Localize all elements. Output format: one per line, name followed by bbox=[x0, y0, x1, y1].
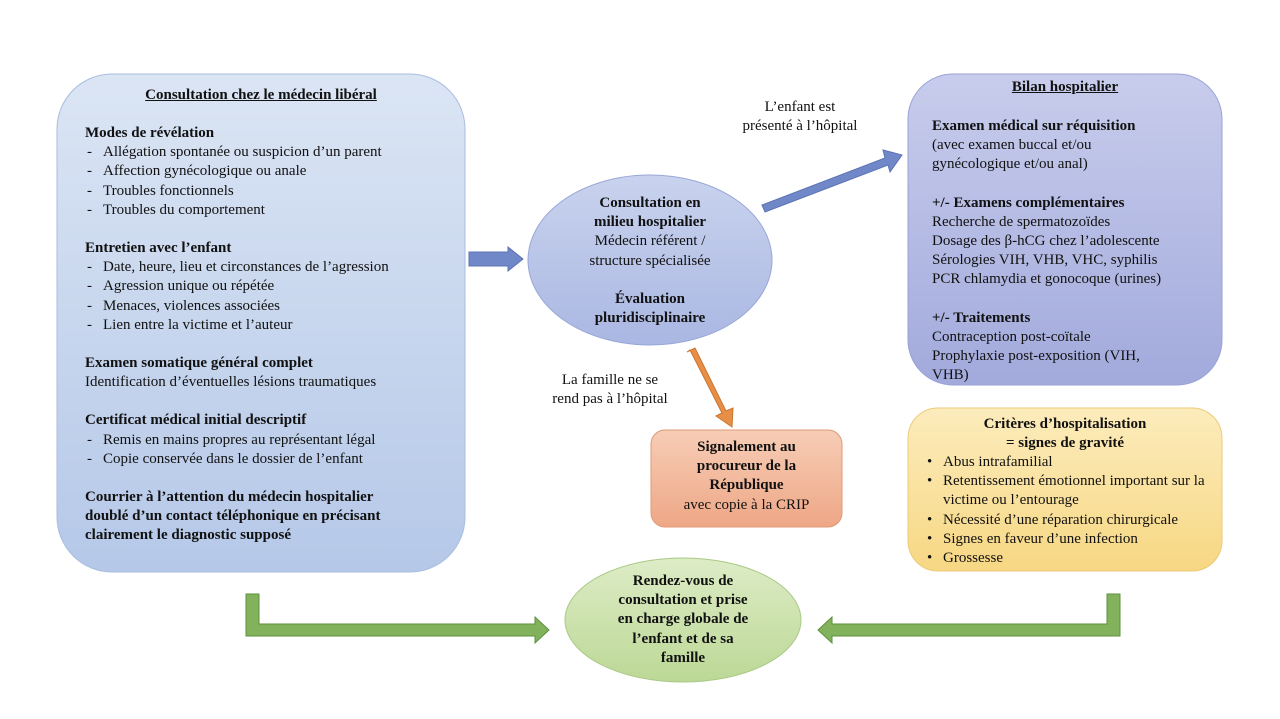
bilan-complementary-heading: +/- Examens complémentaires bbox=[932, 194, 1125, 211]
ellipse-normal-line: structure spécialisée bbox=[589, 252, 711, 269]
entretien-list: Date, heure, lieu et circonstances de l’… bbox=[85, 258, 455, 335]
rendez-vous-line: famille bbox=[660, 649, 706, 666]
rendez-vous-line: en charge globale de bbox=[617, 611, 749, 628]
green-arrow-right bbox=[817, 593, 1121, 645]
rendez-vous-line: Rendez-vous de bbox=[632, 573, 734, 589]
certificat-heading: Certificat médical initial descriptif bbox=[85, 412, 307, 429]
ellipse-bold-line: milieu hospitalier bbox=[593, 214, 707, 231]
bilan-line: Contraception post-coïtale bbox=[932, 328, 1091, 345]
bilan-content: Examen médical sur réquisition (avec exa… bbox=[932, 117, 1212, 385]
criteres-title: Critères d’hospitalisation = signes de g… bbox=[908, 415, 1222, 453]
list-item: Copie conservée dans le dossier de l’enf… bbox=[85, 450, 455, 469]
signalement-bold-line: procureur de la bbox=[696, 458, 797, 475]
list-item: Nécessité d’une réparation chirurgicale bbox=[925, 511, 1210, 530]
list-item: Signes en faveur d’une infection bbox=[925, 530, 1210, 549]
list-item: Troubles fonctionnels bbox=[85, 182, 455, 201]
signalement-copy-line: avec copie à la CRIP bbox=[683, 496, 810, 513]
list-item: Remis en mains propres au représentant l… bbox=[85, 431, 455, 450]
label-line: rend pas à l’hôpital bbox=[552, 391, 668, 408]
consultation-liberal-content: Modes de révélation Allégation spontanée… bbox=[85, 124, 455, 546]
modes-revelation-list: Allégation spontanée ou suspicion d’un p… bbox=[85, 143, 455, 220]
criteres-title-line: = signes de gravité bbox=[1005, 435, 1125, 452]
bilan-line: Dosage des β-hCG chez l’adolescente bbox=[932, 233, 1160, 250]
consultation-liberal-title: Consultation chez le médecin libéral bbox=[145, 87, 377, 103]
certificat-list: Remis en mains propres au représentant l… bbox=[85, 431, 455, 470]
bilan-line: Recherche de spermatozoïdes bbox=[932, 213, 1111, 230]
courrier-line-1: Courrier à l’attention du médecin hospit… bbox=[85, 489, 374, 506]
bilan-line: Sérologies VIH, VHB, VHC, syphilis bbox=[932, 252, 1158, 269]
rendez-vous-text: Rendez-vous de consultation et prise en … bbox=[583, 572, 783, 668]
list-item: Affection gynécologique ou anale bbox=[85, 162, 455, 181]
courrier-line-2: doublé d’un contact téléphonique en préc… bbox=[85, 508, 381, 525]
label-line: présenté à l’hôpital bbox=[742, 118, 858, 135]
bilan-title: Bilan hospitalier bbox=[1011, 79, 1119, 95]
modes-revelation-heading: Modes de révélation bbox=[85, 125, 215, 141]
entretien-heading: Entretien avec l’enfant bbox=[85, 240, 232, 257]
bilan-line: gynécologique et/ou anal) bbox=[932, 156, 1088, 173]
criteres-title-line: Critères d’hospitalisation bbox=[983, 416, 1147, 432]
signalement-box bbox=[650, 429, 843, 528]
arrow-to-bilan bbox=[761, 149, 903, 213]
label-famille-absente: La famille ne se rend pas à l’hôpital bbox=[535, 371, 685, 409]
bilan-line: VHB) bbox=[932, 367, 969, 384]
signalement-text: Signalement au procureur de la Républiqu… bbox=[651, 438, 842, 515]
ellipse-bold-line: Évaluation bbox=[614, 290, 686, 307]
list-item: Grossesse bbox=[925, 549, 1210, 568]
criteres-list: Abus intrafamilial Retentissement émotio… bbox=[925, 453, 1210, 568]
label-line: L’enfant est bbox=[764, 99, 836, 115]
label-enfant-presente: L’enfant est présenté à l’hôpital bbox=[725, 98, 875, 136]
bilan-line: (avec examen buccal et/ou bbox=[932, 137, 1092, 154]
ellipse-bold-line: pluridisciplinaire bbox=[594, 310, 706, 327]
list-item: Retentissement émotionnel important sur … bbox=[925, 472, 1210, 510]
rendez-vous-line: consultation et prise bbox=[618, 592, 748, 609]
list-item: Lien entre la victime et l’auteur bbox=[85, 316, 455, 335]
ellipse-normal-line: Médecin référent / bbox=[594, 233, 706, 250]
list-item: Troubles du comportement bbox=[85, 201, 455, 220]
bilan-line: PCR chlamydia et gonocoque (urines) bbox=[932, 271, 1162, 288]
consultation-hospitaliere-text: Consultation en milieu hospitalier Médec… bbox=[560, 194, 740, 328]
signalement-bold-line: Signalement au bbox=[697, 439, 796, 455]
criteres-content: Abus intrafamilial Retentissement émotio… bbox=[925, 453, 1210, 568]
bilan-line: Prophylaxie post-exposition (VIH, bbox=[932, 348, 1140, 365]
courrier-line-3: clairement le diagnostic supposé bbox=[85, 527, 291, 544]
signalement-bold-line: République bbox=[709, 477, 784, 494]
examen-somatique-text: Identification d’éventuelles lésions tra… bbox=[85, 374, 377, 391]
list-item: Menaces, violences associées bbox=[85, 297, 455, 316]
arrow-to-signalement bbox=[686, 347, 734, 428]
bilan-exam-heading: Examen médical sur réquisition bbox=[932, 118, 1136, 134]
rendez-vous-line: l’enfant et de sa bbox=[632, 630, 734, 647]
consultation-hospitaliere-ellipse bbox=[527, 174, 773, 346]
bilan-treatments-heading: +/- Traitements bbox=[932, 309, 1031, 326]
label-line: La famille ne se bbox=[561, 372, 659, 388]
list-item: Allégation spontanée ou suspicion d’un p… bbox=[85, 143, 455, 162]
list-item: Abus intrafamilial bbox=[925, 453, 1210, 472]
bilan-hospitalier-box bbox=[907, 73, 1223, 386]
ellipse-bold-line: Consultation en bbox=[599, 195, 701, 211]
list-item: Agression unique ou répétée bbox=[85, 277, 455, 296]
arrow-to-hospital-consultation bbox=[468, 245, 524, 273]
examen-somatique-heading: Examen somatique général complet bbox=[85, 355, 313, 372]
green-arrow-left bbox=[245, 593, 550, 645]
rendez-vous-ellipse bbox=[564, 557, 802, 683]
list-item: Date, heure, lieu et circonstances de l’… bbox=[85, 258, 455, 277]
